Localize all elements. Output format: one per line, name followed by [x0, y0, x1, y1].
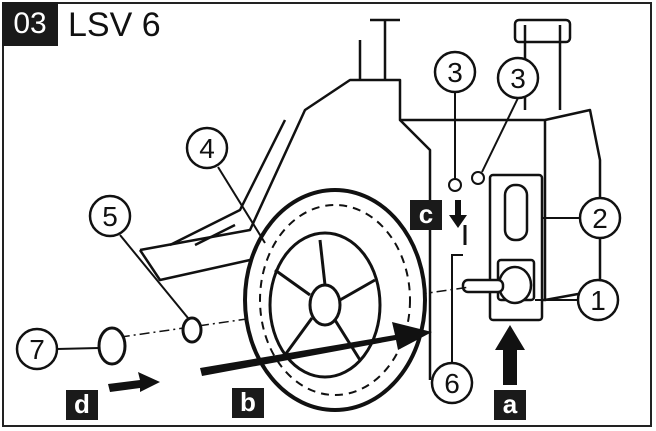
axle [461, 278, 505, 294]
tag-d: d [74, 389, 90, 419]
arrow-c [449, 200, 467, 228]
lever-cap [513, 18, 572, 44]
arrow-a [495, 325, 525, 385]
callout-7: 7 [29, 334, 45, 365]
callout-4: 4 [199, 133, 215, 164]
tag-c: c [419, 199, 433, 229]
callout-6: 6 [444, 368, 460, 399]
model-title: LSV 6 [68, 6, 161, 44]
tag-a: a [503, 389, 518, 419]
arrow-b [200, 322, 432, 376]
callout-5: 5 [102, 201, 118, 232]
step-tags [66, 200, 526, 420]
arrow-d [108, 372, 160, 392]
callout-2: 2 [592, 203, 608, 234]
screws [448, 171, 485, 192]
callout-3-right: 3 [510, 63, 526, 94]
callout-1: 1 [590, 285, 606, 316]
tag-b: b [240, 387, 256, 417]
wheel [243, 188, 427, 412]
arrows [108, 200, 525, 392]
leader-lines [56, 92, 580, 362]
callout-3-left: 3 [447, 57, 463, 88]
callout-circles [15, 50, 622, 405]
washer [181, 316, 203, 344]
machine-body [138, 18, 602, 380]
retaining-ring [97, 326, 127, 366]
step-number-badge: 03 [2, 2, 58, 46]
bracket-plate [488, 173, 544, 322]
